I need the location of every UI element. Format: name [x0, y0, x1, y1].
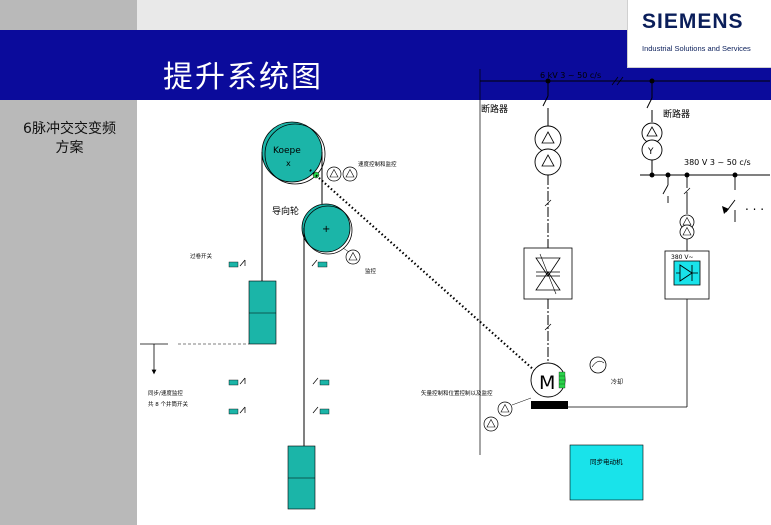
lv-feeder-spare	[722, 175, 736, 222]
guide-wheel-switch	[311, 259, 328, 268]
koepe-center-mark: x	[286, 159, 291, 168]
motor-base	[531, 401, 568, 409]
koepe-label: Koepe	[273, 146, 301, 156]
hv-bus-label: 6 kV 3 ~ 50 c/s	[540, 71, 601, 80]
overwind-switch	[228, 259, 246, 268]
logo-tagline: Industrial Solutions and Services	[642, 44, 751, 53]
field-rectifier	[664, 250, 710, 300]
skip-lower	[287, 445, 316, 510]
hoist-motor: M	[530, 362, 566, 398]
page-title: 提升系统图	[163, 60, 323, 95]
guide-wheel-monitor-label: 监控	[365, 267, 377, 275]
shaft-switch-left-1	[228, 377, 246, 386]
cooling-label: 冷却	[611, 378, 623, 386]
shaft-switches-label: 共 8 个井筒开关	[148, 400, 188, 408]
lv-feeder-rectifier	[679, 175, 695, 251]
guide-wheel-monitor-icon	[342, 247, 361, 265]
siemens-logo: SIEMENS Industrial Solutions and Service…	[627, 0, 771, 68]
cooling-fan-icon	[589, 356, 607, 374]
main-breaker	[542, 81, 549, 126]
breaker-label-aux: 断路器	[663, 108, 690, 120]
koepe-encoder-dot	[312, 171, 320, 179]
aux-breaker	[646, 81, 653, 122]
guide-wheel-center-mark: +	[322, 224, 330, 235]
sync-motor-label: 同步电动机	[590, 457, 623, 466]
shaft-switch-left-2	[228, 406, 246, 415]
skip-upper	[248, 280, 277, 345]
main-transformer	[534, 125, 562, 176]
sync-monitor-label: 同步/速度监控	[148, 389, 183, 397]
sync-motor-box	[569, 444, 644, 501]
vector-control-sensor-2	[497, 401, 513, 417]
slide-subtitle: 6脉冲交交变频 方案	[2, 120, 137, 158]
lv-bus-label: 380 V 3 ~ 50 c/s	[684, 158, 751, 167]
motor-symbol: M	[539, 372, 555, 394]
logo-brand: SIEMENS	[642, 10, 744, 33]
shaft-switch-right-1	[312, 377, 330, 386]
hoist-ropes	[261, 152, 323, 446]
aux-transformer: Y	[641, 122, 663, 161]
speed-sensor-icon-1	[326, 166, 342, 182]
top-strip	[137, 0, 627, 30]
shaft-switch-right-2	[312, 406, 330, 415]
cycloconverter	[523, 247, 573, 300]
svg-text:Y: Y	[647, 147, 654, 157]
speed-control-label: 速度控制和监控	[358, 160, 397, 168]
rectifier-voltage-label: 380 V~	[671, 254, 694, 261]
vector-control-sensor-1	[483, 416, 499, 432]
guide-wheel-label: 导向轮	[272, 205, 299, 217]
subtitle-line-2: 方案	[55, 140, 84, 156]
subtitle-line-1: 6脉冲交交变频	[23, 121, 116, 137]
speed-sensor-icon-2	[342, 166, 358, 182]
drive-shaft-link	[309, 169, 535, 371]
overwind-switch-label: 过卷开关	[190, 252, 213, 260]
continuation-dots: . . .	[745, 199, 764, 213]
breaker-label-main: 断路器	[481, 103, 508, 115]
vector-control-label: 矢量控制和位置控制以及监控	[421, 389, 493, 397]
guide-wheel: +	[301, 203, 353, 255]
